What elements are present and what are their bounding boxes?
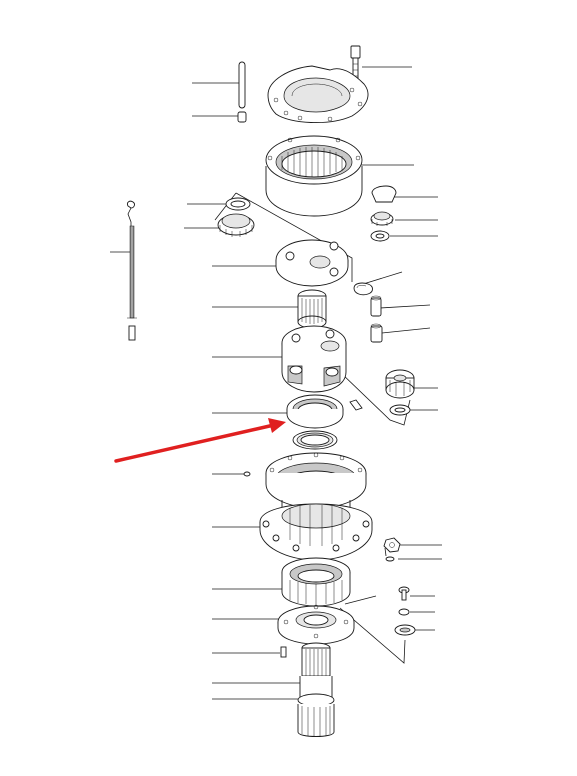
housing-body	[259, 500, 373, 561]
cap-bolt	[398, 586, 410, 601]
highlight-arrow	[114, 418, 286, 463]
seal-ring	[292, 430, 338, 450]
small-screw	[243, 471, 251, 477]
seal-washer-lower-right	[394, 624, 416, 636]
planet-gear-right	[385, 369, 415, 399]
shaft-screw	[280, 646, 287, 658]
washer-right	[389, 404, 411, 416]
retainer-plate	[277, 604, 355, 645]
bearing-ring	[286, 394, 344, 429]
dipstick	[127, 200, 137, 341]
drain-plug	[371, 185, 397, 203]
ring-gear-housing	[265, 135, 363, 217]
pin-upper-right	[370, 295, 382, 317]
small-washer-nut	[385, 556, 395, 562]
snap-ring	[353, 282, 373, 296]
long-pin	[238, 61, 246, 109]
small-washer-right-top	[370, 230, 390, 242]
hex-nut	[383, 537, 401, 553]
planet-gear-upper	[217, 197, 255, 237]
sun-gear	[297, 289, 327, 329]
output-shaft	[297, 642, 335, 737]
top-cover-plate	[267, 65, 369, 123]
leader-lines	[110, 66, 442, 700]
pin-lower-right	[370, 323, 383, 343]
planet-carrier	[281, 325, 347, 393]
small-gear-right-top	[370, 211, 394, 226]
carrier-plate	[275, 239, 349, 287]
small-dowel	[349, 399, 363, 411]
washer-lower-right	[398, 608, 410, 616]
housing-upper-flange	[265, 452, 367, 509]
small-sleeve	[237, 111, 247, 123]
main-bearing	[281, 557, 351, 607]
